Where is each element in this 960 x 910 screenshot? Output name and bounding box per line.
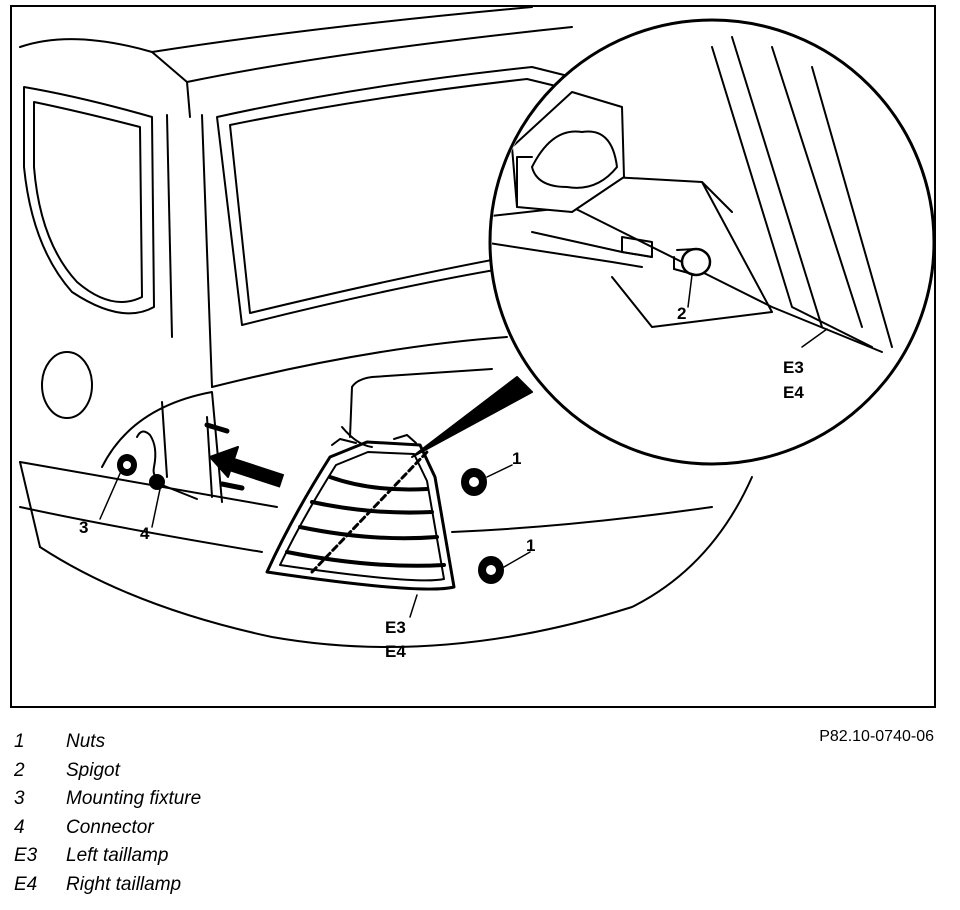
legend-text: Mounting fixture — [66, 788, 202, 810]
taillamp-unit — [265, 434, 456, 591]
leader-lines — [99, 464, 531, 618]
nut-upper — [461, 468, 487, 496]
callout-e4-main: E4 — [385, 642, 406, 661]
legend-key: 4 — [14, 816, 25, 838]
callout-e3-main: E3 — [385, 618, 406, 637]
callout-1-upper: 1 — [512, 449, 521, 468]
legend-item: 4 Connector — [14, 814, 201, 843]
legend-text: Connector — [66, 816, 154, 838]
legend-item: E3 Left taillamp — [14, 842, 201, 871]
body-studs — [204, 422, 245, 491]
legend-key: 1 — [14, 731, 25, 753]
legend-item: 2 Spigot — [14, 757, 201, 786]
legend-text: Nuts — [66, 731, 106, 753]
legend-key: 3 — [14, 788, 25, 810]
vehicle-body — [19, 7, 753, 648]
callout-e4-detail: E4 — [783, 383, 804, 402]
alignment-dashed-line — [310, 450, 429, 574]
taillamp-removal-illustration: 1 1 2 3 4 E3 E4 E3 E4 — [19, 7, 934, 661]
callout-2-spigot: 2 — [677, 304, 686, 323]
detail-magnifier — [488, 18, 934, 466]
mounting-fixture-part — [117, 454, 137, 476]
connector-part — [136, 430, 198, 500]
legend-key: E3 — [14, 845, 38, 867]
legend-text: Right taillamp — [66, 873, 182, 895]
legend-key: 2 — [14, 759, 25, 781]
figure-reference-code: P82.10-0740-06 — [819, 728, 934, 745]
callout-1-lower: 1 — [526, 536, 535, 555]
callout-3-fixture: 3 — [79, 518, 88, 537]
diagram-frame: 1 1 2 3 4 E3 E4 E3 E4 — [10, 5, 936, 708]
callout-e3-detail: E3 — [783, 358, 804, 377]
callout-4-connector: 4 — [140, 524, 150, 543]
legend-key: E4 — [14, 873, 38, 895]
legend-item: 3 Mounting fixture — [14, 785, 201, 814]
legend-item: 1 Nuts — [14, 728, 201, 757]
legend-text: Spigot — [66, 759, 120, 781]
installation-arrow — [209, 446, 285, 488]
magnifier-pointer — [411, 376, 533, 458]
legend-text: Left taillamp — [66, 845, 169, 867]
legend-item: E4 Right taillamp — [14, 871, 201, 900]
nut-lower — [478, 556, 504, 584]
legend: 1 Nuts 2 Spigot 3 Mounting fixture 4 Con… — [14, 728, 201, 899]
